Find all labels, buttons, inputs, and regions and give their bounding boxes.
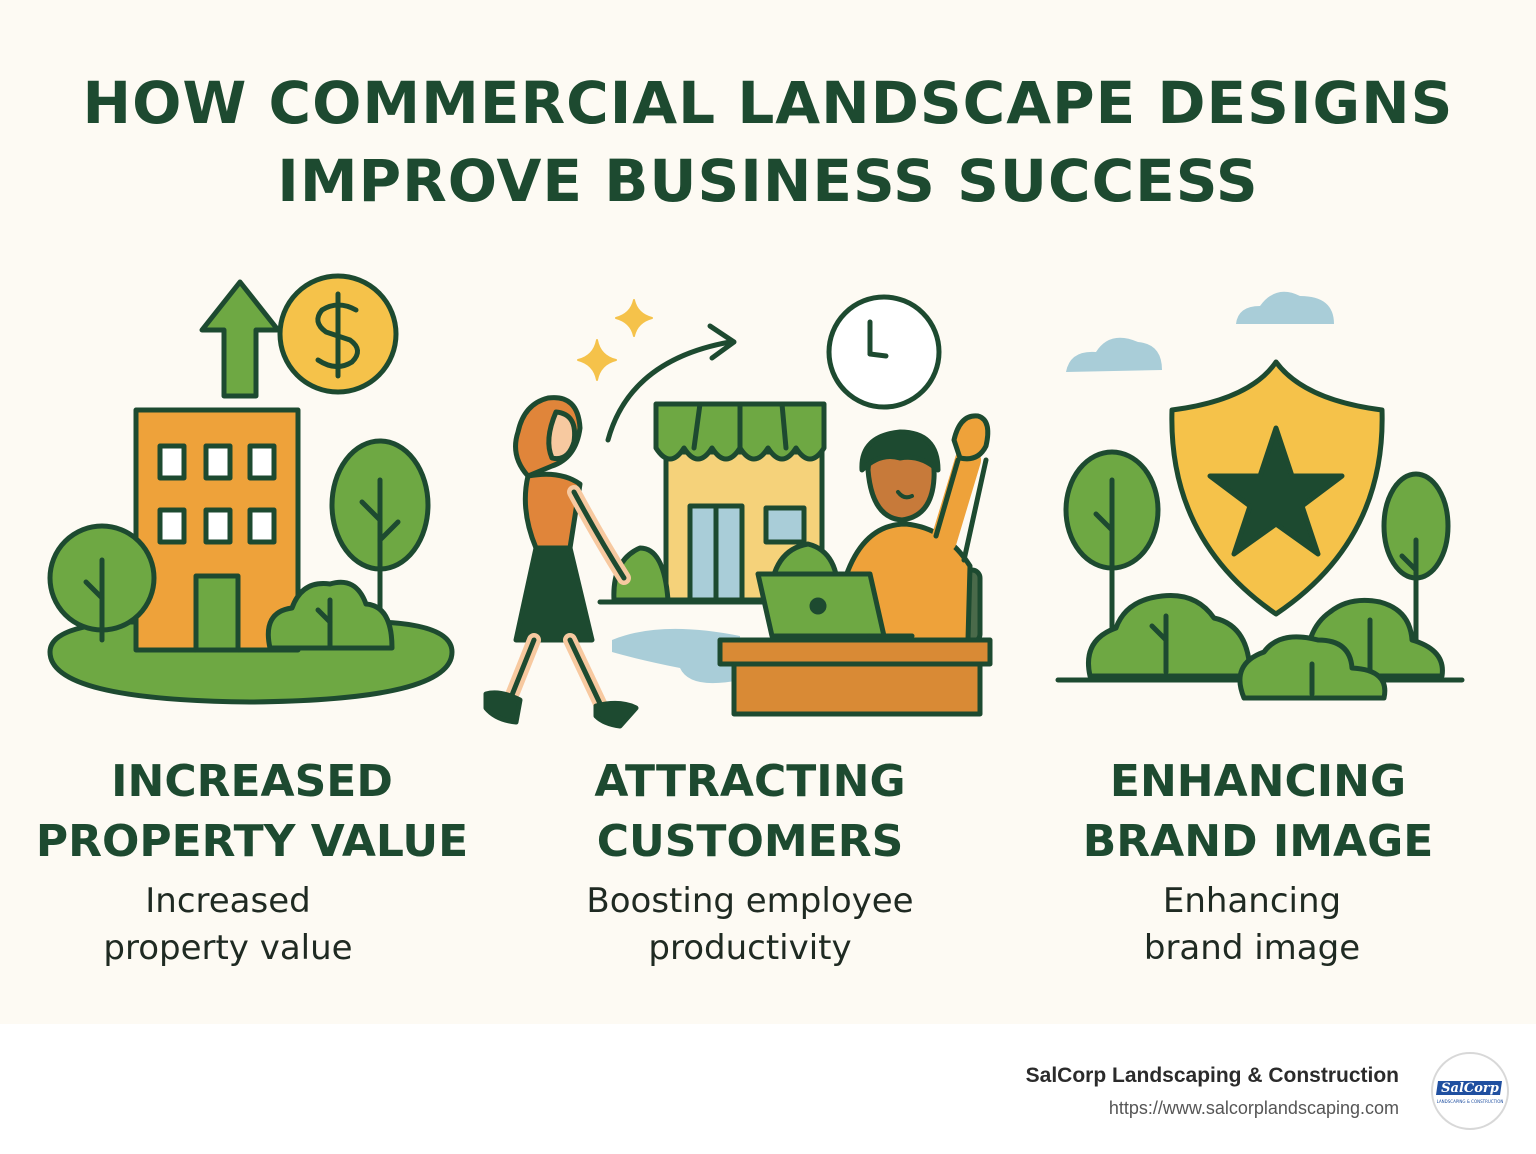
brand-name: SalCorp Landscaping & Construction	[1025, 1064, 1399, 1087]
column-3-subtitle-line-2: brand image	[1143, 928, 1361, 968]
column-1-subtitle-line-1: Increased	[145, 881, 311, 921]
column-2-heading: ATTRACTING CUSTOMERS	[510, 752, 990, 872]
illustrations	[47, 273, 1465, 729]
office-building-icon	[133, 407, 301, 653]
tree-icon	[47, 523, 157, 643]
column-2-subtitle-line-2: productivity	[648, 928, 852, 968]
column-1-heading: INCREASED PROPERTY VALUE	[12, 752, 492, 872]
attracting-customers-illustration	[483, 294, 993, 729]
shield-star-icon	[1169, 359, 1385, 617]
tree-icon	[329, 438, 431, 628]
cloud-icon	[1236, 291, 1334, 324]
sparkle-icon	[577, 339, 617, 381]
column-3-heading-line-2: BRAND IMAGE	[1082, 816, 1434, 867]
brand-url-link[interactable]: https://www.salcorplandscaping.com	[1108, 1098, 1399, 1118]
column-2-subtitle-line-1: Boosting employee	[586, 881, 914, 921]
salcorp-logo[interactable]: SalCorp LANDSCAPING & CONSTRUCTION	[1430, 1051, 1510, 1131]
column-1-heading-line-2: PROPERTY VALUE	[35, 816, 469, 867]
column-3-subtitle: Enhancing brand image	[1012, 878, 1492, 972]
column-3-heading: ENHANCING BRAND IMAGE	[1018, 752, 1498, 872]
page-title: HOW COMMERCIAL LANDSCAPE DESIGNS IMPROVE…	[0, 64, 1536, 220]
property-value-illustration	[47, 273, 455, 705]
column-3-heading-line-1: ENHANCING	[1109, 756, 1407, 807]
column-3-subtitle-line-1: Enhancing	[1162, 881, 1342, 921]
clock-icon	[826, 294, 942, 410]
sparkle-icon	[615, 299, 653, 337]
desk-icon	[717, 637, 993, 717]
laptop-icon	[755, 571, 915, 639]
cloud-icon	[1066, 337, 1162, 372]
footer-bar	[0, 1024, 1536, 1154]
walking-woman-icon	[483, 395, 639, 729]
column-1-heading-line-1: INCREASED	[111, 756, 393, 807]
dollar-coin-icon	[277, 273, 399, 395]
page-title-line-1: HOW COMMERCIAL LANDSCAPE DESIGNS	[82, 69, 1454, 137]
column-2-heading-line-1: ATTRACTING	[594, 756, 906, 807]
column-1-subtitle-line-2: property value	[103, 928, 353, 968]
column-2-subtitle: Boosting employee productivity	[510, 878, 990, 972]
logo-text: SalCorp	[1441, 1081, 1499, 1096]
tree-icon	[1381, 471, 1451, 675]
bush-icon	[1237, 634, 1388, 701]
curved-arrow-icon	[605, 323, 737, 443]
logo-subtext: LANDSCAPING & CONSTRUCTION	[1437, 1099, 1504, 1104]
page-title-line-2: IMPROVE BUSINESS SUCCESS	[277, 147, 1259, 215]
up-arrow-icon	[199, 279, 281, 399]
column-1-subtitle: Increased property value	[0, 878, 468, 972]
bush-icon	[1086, 592, 1253, 679]
column-2-heading-line-2: CUSTOMERS	[596, 816, 904, 867]
brand-image-illustration	[1055, 291, 1465, 701]
bush-icon	[265, 579, 395, 651]
